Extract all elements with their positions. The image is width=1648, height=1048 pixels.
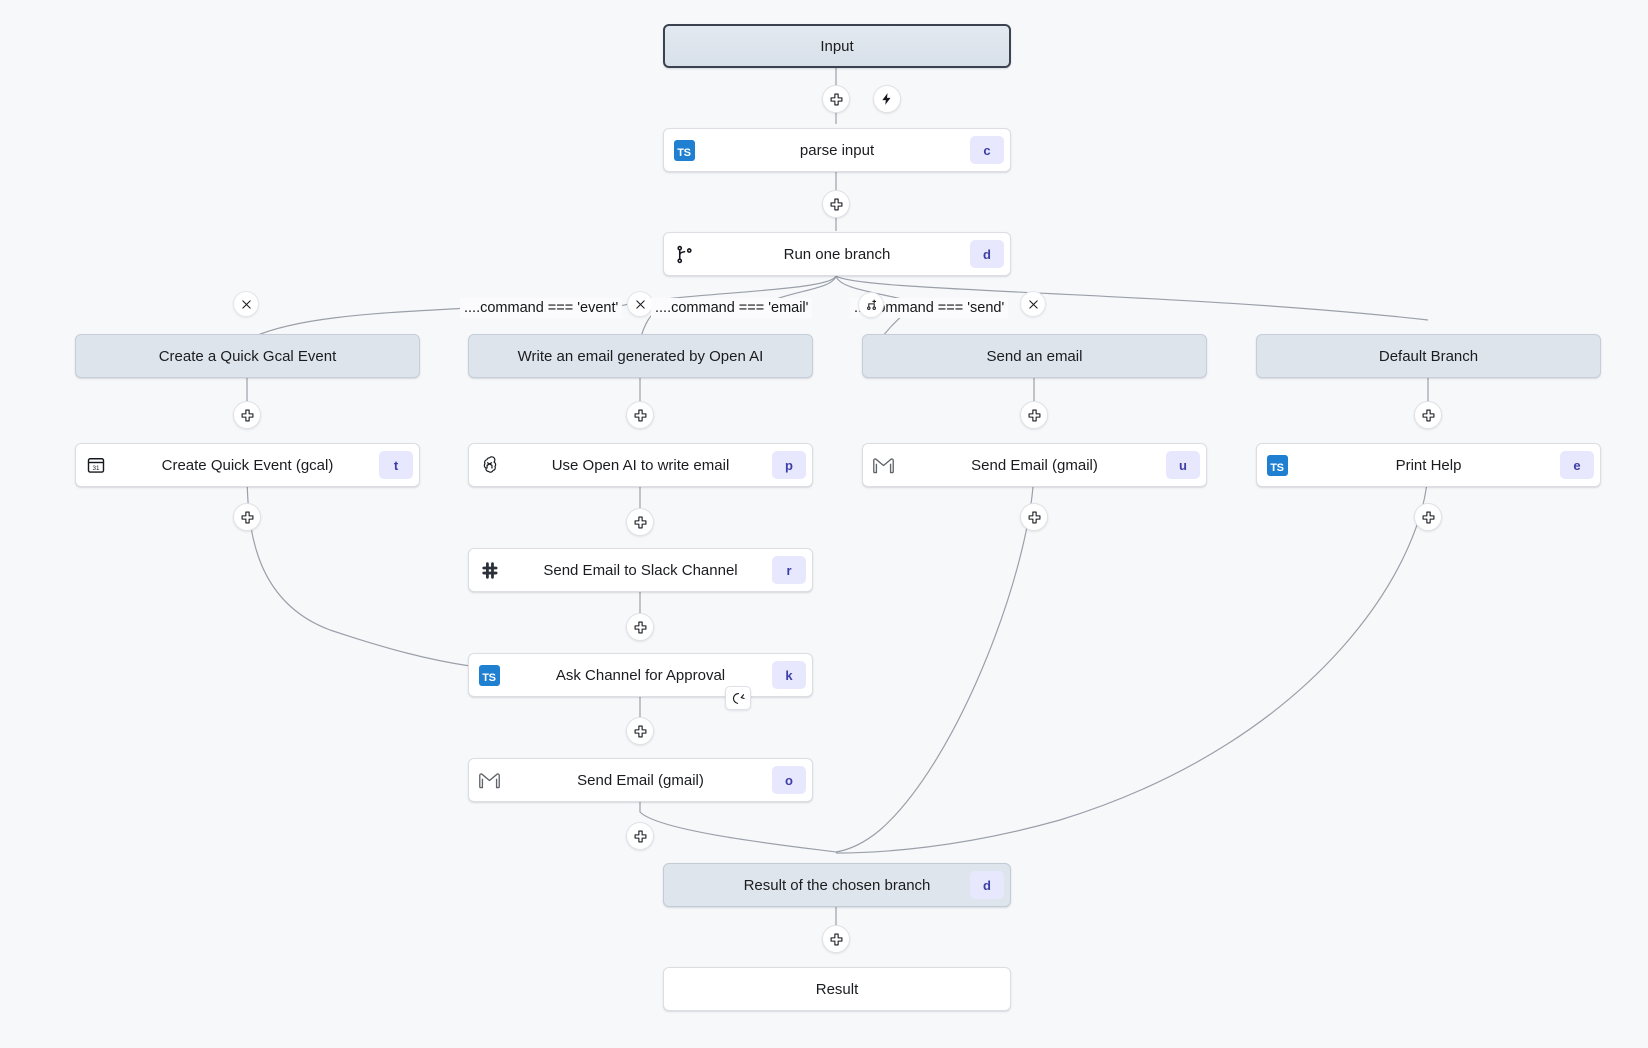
plus-icon <box>830 93 842 105</box>
node-ask-channel-for-approval[interactable]: TS Ask Channel for Approval k <box>468 653 813 697</box>
plus-icon <box>1028 511 1040 523</box>
shortcut-key-badge[interactable]: p <box>772 451 806 479</box>
node-send-email-gmail-main-label: Send Email (gmail) <box>577 771 704 789</box>
branch-head-default-label: Default Branch <box>1378 347 1479 365</box>
insert-node-button[interactable] <box>1020 503 1048 531</box>
branch-head-gcal-event-label: Create a Quick Gcal Event <box>158 347 337 365</box>
svg-text:31: 31 <box>93 465 100 472</box>
typescript-icon: TS <box>664 128 704 172</box>
plus-icon <box>634 516 646 528</box>
node-send-email-to-slack-label: Send Email to Slack Channel <box>543 561 738 579</box>
plus-icon <box>634 409 646 421</box>
remove-branch-button[interactable] <box>233 291 259 317</box>
insert-node-button[interactable] <box>233 401 261 429</box>
node-send-email-gmail-branch[interactable]: Send Email (gmail) u <box>862 443 1207 487</box>
node-run-one-branch-label: Run one branch <box>783 245 891 263</box>
slack-icon <box>469 548 509 592</box>
openai-icon <box>469 443 509 487</box>
node-parse-input-label: parse input <box>799 141 875 159</box>
insert-node-button[interactable] <box>626 401 654 429</box>
branch-head-send-email-label: Send an email <box>986 347 1083 365</box>
node-send-email-gmail-branch-label: Send Email (gmail) <box>971 456 1098 474</box>
node-result[interactable]: Result <box>663 967 1011 1011</box>
plus-icon <box>830 933 842 945</box>
insert-node-button[interactable] <box>822 190 850 218</box>
insert-node-button[interactable] <box>626 613 654 641</box>
plus-icon <box>1422 409 1434 421</box>
node-result-of-chosen-branch-label: Result of the chosen branch <box>743 876 931 894</box>
node-create-quick-event-label: Create Quick Event (gcal) <box>161 456 334 474</box>
plus-icon <box>1422 511 1434 523</box>
insert-node-button[interactable] <box>822 85 850 113</box>
node-use-open-ai-label: Use Open AI to write email <box>551 456 730 474</box>
shortcut-key-badge[interactable]: d <box>970 240 1004 268</box>
plus-icon <box>634 725 646 737</box>
branch-head-send-email[interactable]: Send an email <box>862 334 1207 378</box>
remove-branch-button[interactable] <box>627 291 653 317</box>
trigger-button[interactable] <box>873 85 901 113</box>
insert-node-button[interactable] <box>626 717 654 745</box>
shortcut-key-badge[interactable]: t <box>379 451 413 479</box>
insert-node-button[interactable] <box>822 925 850 953</box>
close-x-icon <box>635 299 645 309</box>
insert-node-button[interactable] <box>1414 503 1442 531</box>
plus-icon <box>830 198 842 210</box>
branch-head-default[interactable]: Default Branch <box>1256 334 1601 378</box>
node-input[interactable]: Input <box>663 24 1011 68</box>
branch-condition-event: ....command === 'event' <box>460 298 623 318</box>
node-send-email-gmail-main[interactable]: Send Email (gmail) o <box>468 758 813 802</box>
calendar-icon: 31 <box>76 443 116 487</box>
lightning-bolt-icon <box>882 93 891 105</box>
shortcut-key-badge[interactable]: k <box>772 661 806 689</box>
remove-branch-button[interactable] <box>1020 291 1046 317</box>
shortcut-key-badge[interactable]: o <box>772 766 806 794</box>
insert-node-button[interactable] <box>233 503 261 531</box>
shortcut-key-badge[interactable]: e <box>1560 451 1594 479</box>
gmail-icon <box>863 443 903 487</box>
node-ask-channel-for-approval-label: Ask Channel for Approval <box>555 666 726 684</box>
typescript-icon: TS <box>469 653 509 697</box>
plus-icon <box>634 621 646 633</box>
suspend-resume-icon <box>732 692 745 704</box>
branch-head-openai-email-label: Write an email generated by Open AI <box>517 347 764 365</box>
node-input-label: Input <box>820 37 854 55</box>
insert-node-button[interactable] <box>626 508 654 536</box>
plus-icon <box>241 409 253 421</box>
add-branch-icon <box>866 299 876 310</box>
node-use-open-ai[interactable]: Use Open AI to write email p <box>468 443 813 487</box>
branch-condition-email: ....command === 'email' <box>651 298 813 318</box>
node-print-help-label: Print Help <box>1395 456 1462 474</box>
close-x-icon <box>241 299 251 309</box>
add-branch-button[interactable] <box>858 292 884 318</box>
git-branch-icon <box>664 232 704 276</box>
suspend-resume-badge[interactable] <box>725 686 751 710</box>
close-x-icon <box>1028 299 1038 309</box>
plus-icon <box>634 830 646 842</box>
plus-icon <box>1028 409 1040 421</box>
insert-node-button[interactable] <box>1414 401 1442 429</box>
branch-head-openai-email[interactable]: Write an email generated by Open AI <box>468 334 813 378</box>
shortcut-key-badge[interactable]: r <box>772 556 806 584</box>
typescript-icon: TS <box>1257 443 1297 487</box>
node-result-label: Result <box>815 980 859 998</box>
node-create-quick-event[interactable]: 31 Create Quick Event (gcal) t <box>75 443 420 487</box>
insert-node-button[interactable] <box>1020 401 1048 429</box>
gmail-icon <box>469 758 509 802</box>
node-run-one-branch[interactable]: Run one branch d <box>663 232 1011 276</box>
node-send-email-to-slack[interactable]: Send Email to Slack Channel r <box>468 548 813 592</box>
branch-head-gcal-event[interactable]: Create a Quick Gcal Event <box>75 334 420 378</box>
shortcut-key-badge[interactable]: d <box>970 871 1004 899</box>
node-parse-input[interactable]: TS parse input c <box>663 128 1011 172</box>
node-result-of-chosen-branch[interactable]: Result of the chosen branch d <box>663 863 1011 907</box>
node-print-help[interactable]: TS Print Help e <box>1256 443 1601 487</box>
shortcut-key-badge[interactable]: u <box>1166 451 1200 479</box>
insert-node-button[interactable] <box>626 822 654 850</box>
shortcut-key-badge[interactable]: c <box>970 136 1004 164</box>
plus-icon <box>241 511 253 523</box>
